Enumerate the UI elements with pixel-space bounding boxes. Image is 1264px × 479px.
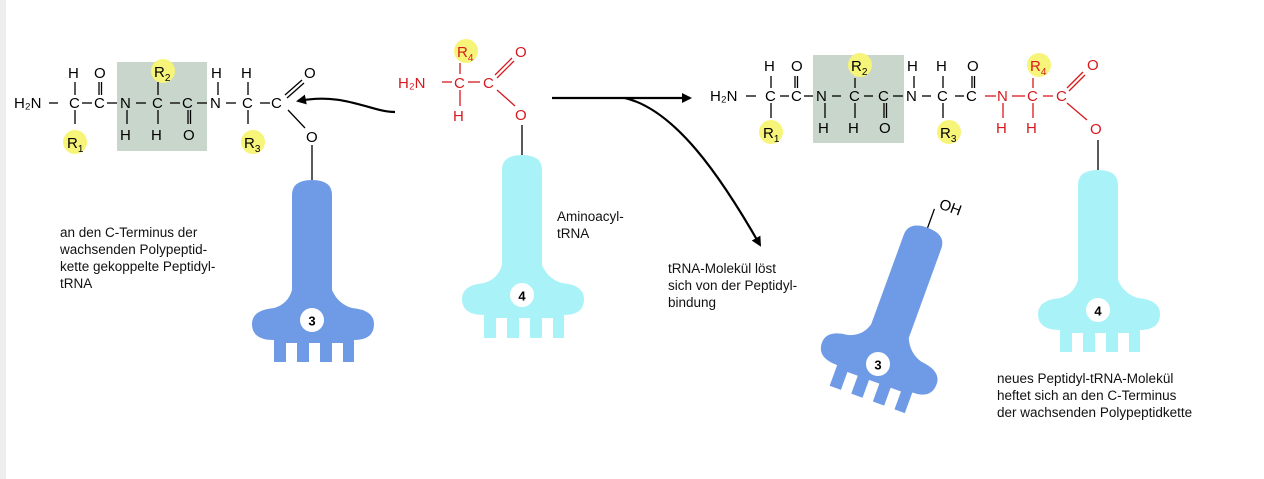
- hydrogen: H: [818, 120, 829, 137]
- transfer-arrow: [296, 94, 396, 114]
- peptidyl-trna-left: 3: [252, 180, 374, 362]
- oxygen: O: [94, 65, 106, 82]
- r-group-label: R1: [763, 125, 780, 145]
- r-group-label: R3: [244, 135, 261, 155]
- svg-text:an den C-Terminus der: an den C-Terminus der: [60, 225, 198, 240]
- svg-text:tRNA: tRNA: [557, 226, 589, 241]
- svg-text:tRNA-Molekül löst: tRNA-Molekül löst: [668, 261, 776, 276]
- oxygen: O: [515, 44, 527, 61]
- caption-new-peptidyl: neues Peptidyl-tRNA-Molekül heftet sich …: [997, 371, 1192, 420]
- oxygen: O: [879, 120, 891, 137]
- svg-text:sich von der Peptidyl-: sich von der Peptidyl-: [668, 278, 797, 293]
- r-group-highlights: [63, 39, 1051, 154]
- amide-nitrogen: N: [816, 88, 827, 105]
- alpha-carbon: C: [849, 88, 860, 105]
- oxygen: O: [1087, 57, 1099, 74]
- hydroxyl-group: OH: [937, 196, 964, 220]
- hydrogen: H: [907, 58, 918, 75]
- r-group-label: R3: [940, 125, 957, 145]
- hydrogen: H: [453, 108, 464, 125]
- svg-text:neues Peptidyl-tRNA-Molekül: neues Peptidyl-tRNA-Molekül: [997, 371, 1173, 386]
- oxygen: O: [183, 127, 195, 144]
- carbonyl-carbon-new: C: [1056, 88, 1067, 105]
- svg-text:tRNA: tRNA: [60, 276, 92, 291]
- r-group-label: R4: [457, 44, 474, 64]
- svg-text:wachsenden Polypeptid-: wachsenden Polypeptid-: [59, 242, 207, 257]
- caption-aminoacyl-trna: Aminoacyl- tRNA: [557, 209, 624, 241]
- ester-oxygen: O: [515, 107, 527, 124]
- r-group-label: R1: [67, 135, 84, 155]
- r-group-label: R2: [154, 64, 171, 84]
- alpha-carbon: C: [454, 75, 465, 92]
- aminoacyl-trna-middle: 4: [462, 155, 584, 338]
- hydrogen: H: [764, 58, 775, 75]
- hydrogen: H: [68, 65, 79, 82]
- oxygen: O: [304, 65, 316, 82]
- ester-oxygen: O: [306, 129, 318, 146]
- hydrogen: H: [1026, 120, 1037, 137]
- carbonyl-carbon: C: [271, 95, 282, 112]
- carbonyl-carbon: C: [791, 88, 802, 105]
- carbonyl-carbon: C: [94, 95, 105, 112]
- new-peptidyl-trna-right: 4: [1038, 170, 1160, 352]
- amide-nitrogen: N: [210, 95, 221, 112]
- trna-number: 3: [308, 314, 315, 329]
- alpha-carbon: C: [937, 88, 948, 105]
- reaction-arrows: [296, 93, 761, 247]
- svg-text:Aminoacyl-: Aminoacyl-: [557, 209, 624, 224]
- alpha-carbon: C: [242, 95, 253, 112]
- caption-trna-release: tRNA-Molekül löst sich von der Peptidyl-…: [668, 261, 797, 310]
- peptide-chain-right: H₂N C H O C N H C H C O N H C H C O N H …: [710, 57, 1102, 170]
- carbonyl-carbon: C: [878, 88, 889, 105]
- released-trna: 3 OH: [820, 196, 964, 414]
- oxygen: O: [967, 58, 979, 75]
- amino-group: H₂N: [398, 75, 426, 92]
- alpha-carbon-new: C: [1027, 88, 1038, 105]
- carbonyl-carbon: C: [483, 75, 494, 92]
- amino-terminus: H₂N: [710, 88, 738, 105]
- alpha-carbon: C: [152, 95, 163, 112]
- r-group-label: R2: [851, 58, 868, 78]
- amide-nitrogen: N: [120, 95, 131, 112]
- amide-nitrogen: N: [906, 88, 917, 105]
- carbonyl-carbon: C: [182, 95, 193, 112]
- hydrogen: H: [120, 127, 131, 144]
- release-arrow: [624, 96, 761, 247]
- hydrogen: H: [996, 120, 1007, 137]
- hydrogen: H: [151, 127, 162, 144]
- svg-text:heftet sich an den C-Terminus: heftet sich an den C-Terminus: [997, 388, 1177, 403]
- alpha-carbon: C: [765, 88, 776, 105]
- hydrogen: H: [211, 65, 222, 82]
- trna-number: 4: [1094, 304, 1102, 319]
- left-margin-strip: [0, 0, 6, 479]
- hydrogen: H: [936, 58, 947, 75]
- incoming-amino-acid: H₂N C C H O O R4: [398, 44, 527, 155]
- trna-number: 4: [518, 289, 526, 304]
- hydrogen: H: [241, 65, 252, 82]
- ester-oxygen: O: [1090, 121, 1102, 138]
- svg-text:kette gekoppelte Peptidyl-: kette gekoppelte Peptidyl-: [60, 259, 215, 274]
- carbonyl-carbon: C: [966, 88, 977, 105]
- svg-text:bindung: bindung: [668, 295, 716, 310]
- caption-peptidyl-trna: an den C-Terminus der wachsenden Polypep…: [59, 225, 215, 291]
- trna-number: 3: [874, 358, 881, 373]
- amide-nitrogen-new: N: [997, 88, 1008, 105]
- alpha-carbon: C: [69, 95, 80, 112]
- oxygen: O: [791, 58, 803, 75]
- peptide-chain-left: H₂N C H O C N H C H C O N H C H C O O R1…: [14, 64, 318, 180]
- r-group-label: R4: [1030, 58, 1047, 78]
- hydrogen: H: [848, 120, 859, 137]
- amino-terminus: H₂N: [14, 95, 42, 112]
- svg-text:der wachsenden Polypeptidkette: der wachsenden Polypeptidkette: [997, 405, 1192, 420]
